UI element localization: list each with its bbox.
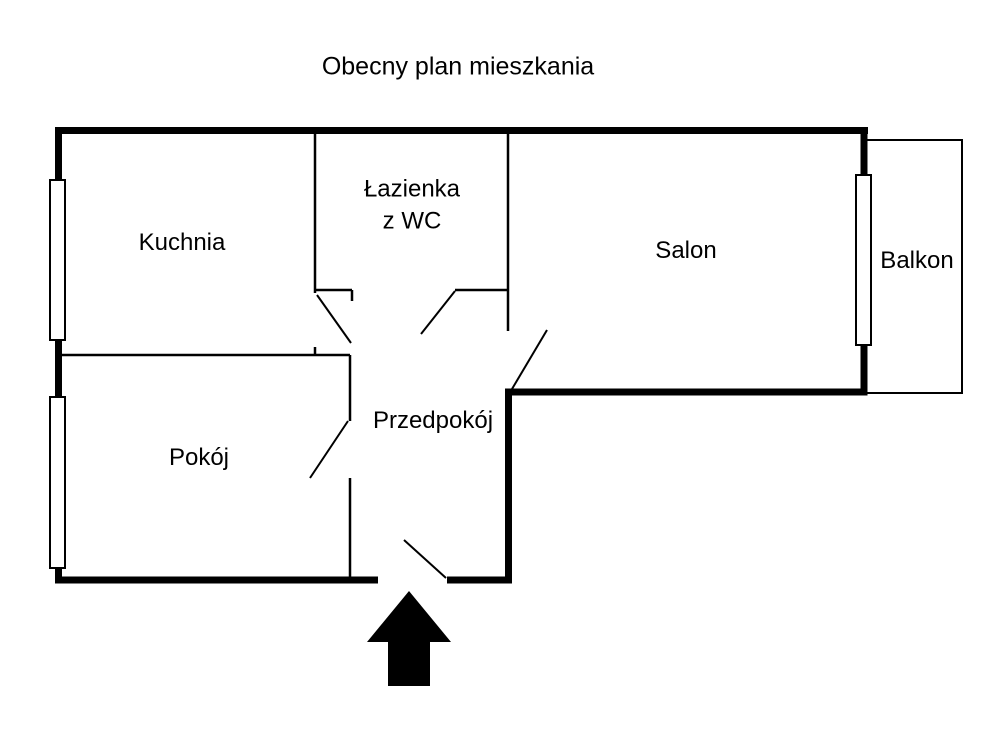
plan-title: Obecny plan mieszkania: [321, 52, 595, 81]
room-label-przedpokoj: Przedpokój: [372, 406, 494, 434]
room-label-kuchnia: Kuchnia: [138, 228, 226, 256]
room-label-lazienka-line2: z WC: [382, 208, 442, 235]
window-kuchnia-icon: [49, 179, 66, 341]
window-pokoj-icon: [49, 396, 66, 569]
door-entrance-icon: [403, 539, 447, 579]
window-salon-icon: [855, 174, 872, 346]
entrance-arrow-icon: [367, 591, 451, 686]
door-pokoj-icon: [309, 420, 349, 479]
door-lazienka-icon: [420, 290, 456, 335]
room-label-lazienka-line1: Łazienka: [363, 175, 461, 203]
room-label-pokoj: Pokój: [168, 443, 230, 471]
room-label-balkon: Balkon: [880, 246, 954, 274]
room-label-lazienka: Łazienka z WC: [364, 174, 460, 239]
door-kuchnia-icon: [316, 294, 352, 344]
door-salon-icon: [511, 329, 548, 390]
room-label-salon: Salon: [655, 236, 717, 264]
balcony-outline: [866, 139, 963, 394]
